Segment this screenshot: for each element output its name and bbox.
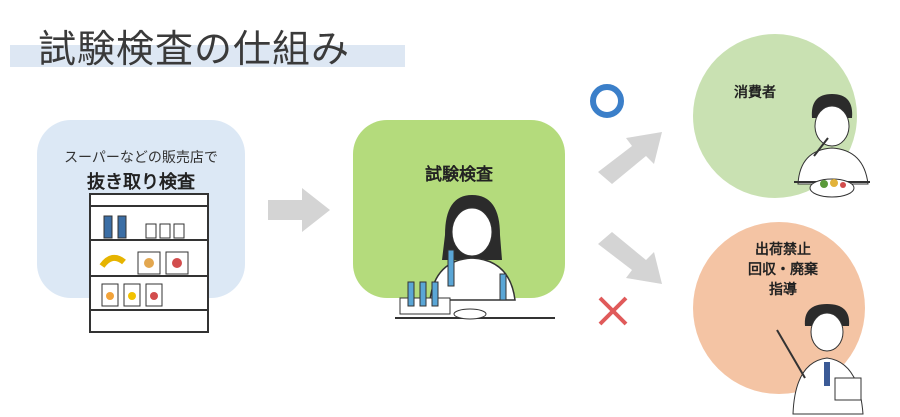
store-label: 抜き取り検査 bbox=[87, 172, 195, 193]
arrow-right-icon bbox=[268, 188, 330, 232]
title-underline-bar bbox=[10, 45, 405, 67]
shipment-ban-line-3: 指導 bbox=[769, 282, 797, 298]
person-eating-icon bbox=[794, 94, 870, 198]
display-shelf-icon bbox=[89, 193, 209, 333]
arrow-down-right-icon bbox=[598, 232, 662, 284]
consumer-label: 消費者 bbox=[734, 85, 776, 101]
page-title: 試験検査の仕組み bbox=[38, 27, 351, 71]
shipment-ban-label: 出荷禁止 回収・廃棄 指導 bbox=[728, 240, 838, 300]
store-subtitle: スーパーなどの販売店で bbox=[64, 150, 218, 166]
arrow-up-right-icon bbox=[598, 132, 662, 184]
test-label: 試験検査 bbox=[425, 165, 493, 185]
presenter-with-pointer-icon bbox=[776, 304, 864, 415]
scientist-with-test-tubes-icon bbox=[395, 195, 555, 320]
pass-symbol bbox=[590, 84, 624, 118]
fail-symbol bbox=[598, 296, 628, 326]
shipment-ban-line-1: 出荷禁止 bbox=[755, 242, 811, 258]
shipment-ban-line-2: 回収・廃棄 bbox=[748, 262, 818, 278]
